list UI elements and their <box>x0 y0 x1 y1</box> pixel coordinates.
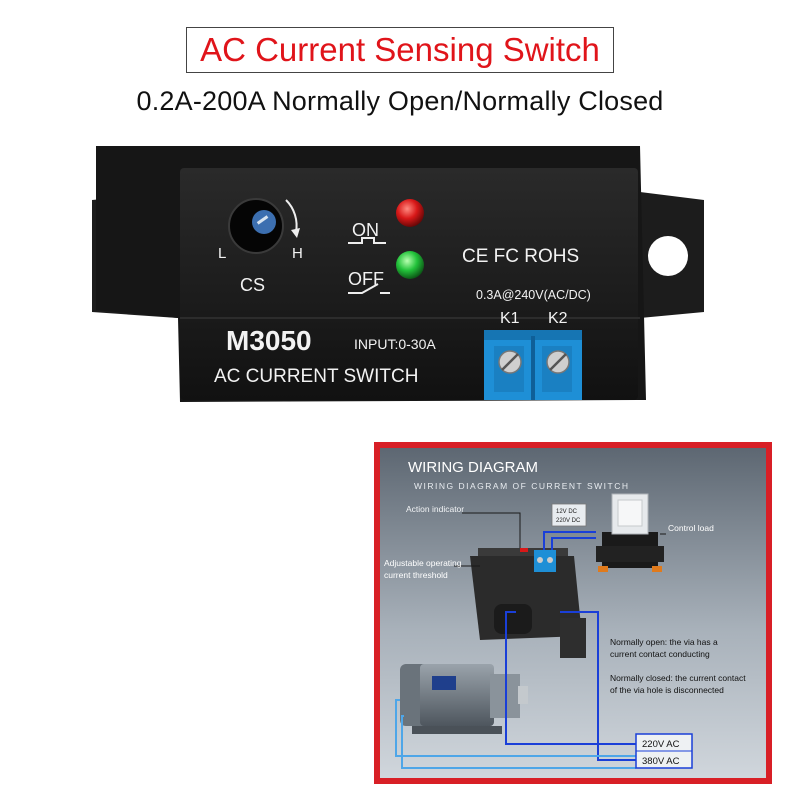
action-indicator-label: Action indicator <box>406 504 464 514</box>
potentiometer-knob[interactable] <box>228 198 284 254</box>
mounting-ear-right <box>640 192 704 318</box>
relay-control-load <box>596 493 664 572</box>
knob-high-label: H <box>292 245 303 262</box>
control-load-label: Control load <box>668 523 714 533</box>
supply-220v-label: 220V DC <box>556 518 581 524</box>
threshold-label-1: Adjustable operating <box>384 558 462 568</box>
normally-closed-line-2: of the via hole is disconnected <box>610 685 724 695</box>
current-switch-module <box>470 548 586 658</box>
off-label: OFF <box>348 269 384 289</box>
voltage-380v-label: 380V AC <box>642 756 680 767</box>
supply-12v-label: 12V DC <box>556 509 578 515</box>
on-switch-symbol-icon <box>348 237 386 244</box>
wiring-lines <box>395 531 636 769</box>
voltage-220v-label: 220V AC <box>642 739 680 750</box>
page-subtitle: 0.2A-200A Normally Open/Normally Closed <box>136 86 664 116</box>
knob-cs-label: CS <box>240 275 265 295</box>
terminal-k1-label: K1 <box>500 310 520 327</box>
threshold-label-2: current threshold <box>384 570 448 580</box>
model-number: M3050 <box>226 325 312 356</box>
certification-marks: CE FC ROHS <box>462 246 579 267</box>
wiring-title: WIRING DIAGRAM <box>408 459 538 476</box>
terminal-block[interactable] <box>484 330 582 400</box>
product-name: AC CURRENT SWITCH <box>214 366 418 387</box>
knob-low-label: L <box>218 245 226 262</box>
normally-open-line-1: Normally open: the via has a <box>610 637 718 647</box>
off-switch-symbol-icon <box>348 283 390 294</box>
contact-rating: 0.3A@240V(AC/DC) <box>476 288 591 302</box>
terminal-k2-label: K2 <box>548 310 568 327</box>
on-label: ON <box>352 220 379 240</box>
led-on-indicator <box>396 199 424 227</box>
page-title: AC Current Sensing Switch <box>200 31 600 68</box>
wiring-subtitle: WIRING DIAGRAM OF CURRENT SWITCH <box>414 481 629 491</box>
supply-label-box <box>551 503 587 527</box>
led-off-indicator <box>396 251 424 279</box>
input-spec: INPUT:0-30A <box>354 336 436 352</box>
normally-closed-line-1: Normally closed: the current contact <box>610 673 746 683</box>
title-box: AC Current Sensing Switch <box>186 27 614 73</box>
normally-open-line-2: current contact conducting <box>610 649 710 659</box>
